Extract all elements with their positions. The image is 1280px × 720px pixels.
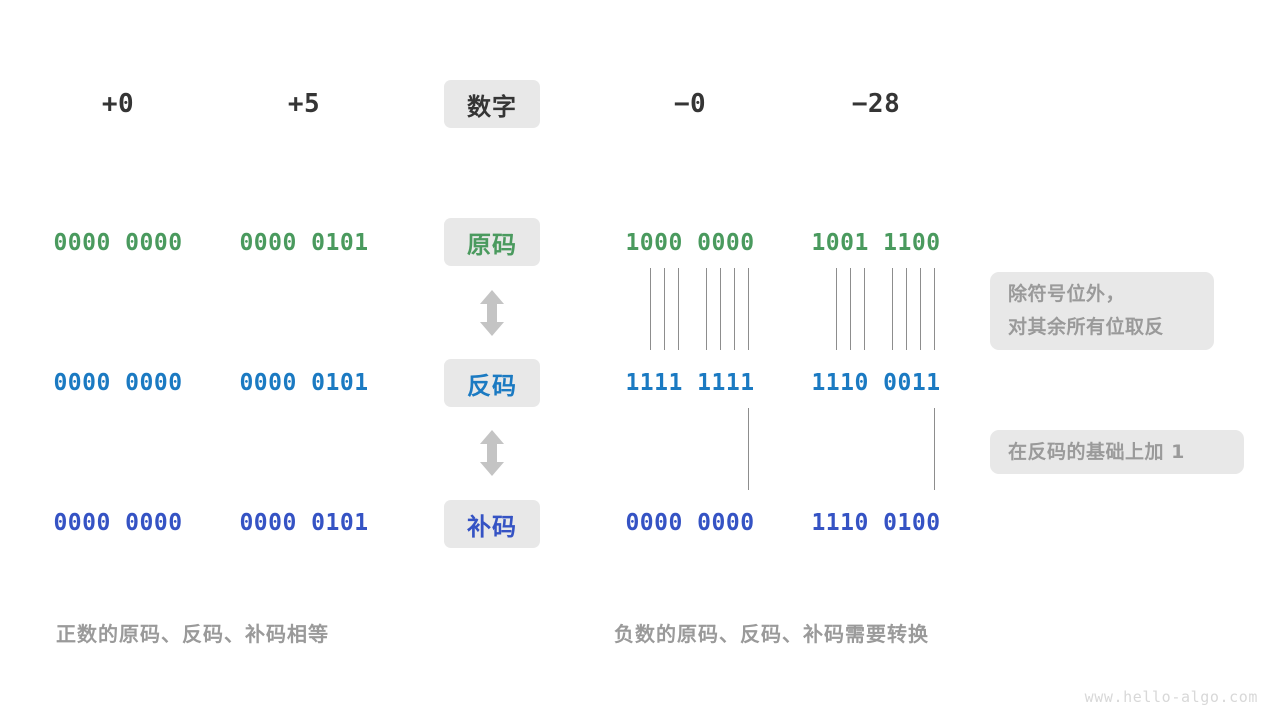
note-add-one: 在反码的基础上加 1 xyxy=(990,430,1244,474)
sign-magnitude-minus-twentyeight: 1001 1100 xyxy=(811,230,941,256)
ones-complement-minus-zero: 1111 1111 xyxy=(625,370,755,396)
connector-tick xyxy=(706,268,707,350)
note-invert-bits: 除符号位外， 对其余所有位取反 xyxy=(990,272,1214,350)
row-label-number: 数字 xyxy=(444,80,540,128)
header-minus-zero: −0 xyxy=(673,89,707,119)
connector-tick xyxy=(920,268,921,350)
connector-tick xyxy=(748,408,749,490)
twos-complement-plus-five: 0000 0101 xyxy=(239,510,369,536)
row-label-twos-complement: 补码 xyxy=(444,500,540,548)
site-watermark: www.hello-algo.com xyxy=(1084,688,1258,706)
twos-complement-minus-twentyeight: 1110 0100 xyxy=(811,510,941,536)
connector-tick xyxy=(720,268,721,350)
ones-complement-plus-five: 0000 0101 xyxy=(239,370,369,396)
connector-tick xyxy=(650,268,651,350)
caption-positive: 正数的原码、反码、补码相等 xyxy=(56,622,329,646)
twos-complement-plus-zero: 0000 0000 xyxy=(53,510,183,536)
header-plus-zero: +0 xyxy=(101,89,135,119)
connector-tick xyxy=(906,268,907,350)
connector-tick xyxy=(748,268,749,350)
caption-negative: 负数的原码、反码、补码需要转换 xyxy=(614,622,929,646)
row-label-ones-complement: 反码 xyxy=(444,359,540,407)
note-invert-bits-line1: 除符号位外， xyxy=(1008,283,1126,305)
row-label-sign-magnitude: 原码 xyxy=(444,218,540,266)
connector-tick xyxy=(664,268,665,350)
note-add-one-line1: 在反码的基础上加 1 xyxy=(1008,440,1185,463)
ones-complement-minus-twentyeight: 1110 0011 xyxy=(811,370,941,396)
ones-complement-plus-zero: 0000 0000 xyxy=(53,370,183,396)
arrow-sign-to-ones-icon xyxy=(478,290,506,336)
note-invert-bits-line2: 对其余所有位取反 xyxy=(1008,316,1165,338)
connector-tick xyxy=(892,268,893,350)
header-minus-twentyeight: −28 xyxy=(851,89,901,119)
connector-tick xyxy=(678,268,679,350)
sign-magnitude-plus-five: 0000 0101 xyxy=(239,230,369,256)
connector-tick xyxy=(850,268,851,350)
sign-magnitude-minus-zero: 1000 0000 xyxy=(625,230,755,256)
connector-tick xyxy=(864,268,865,350)
connector-tick xyxy=(734,268,735,350)
connector-tick xyxy=(934,408,935,490)
arrow-ones-to-twos-icon xyxy=(478,430,506,476)
header-plus-five: +5 xyxy=(287,89,321,119)
twos-complement-minus-zero: 0000 0000 xyxy=(625,510,755,536)
connector-tick xyxy=(836,268,837,350)
connector-tick xyxy=(934,268,935,350)
sign-magnitude-plus-zero: 0000 0000 xyxy=(53,230,183,256)
